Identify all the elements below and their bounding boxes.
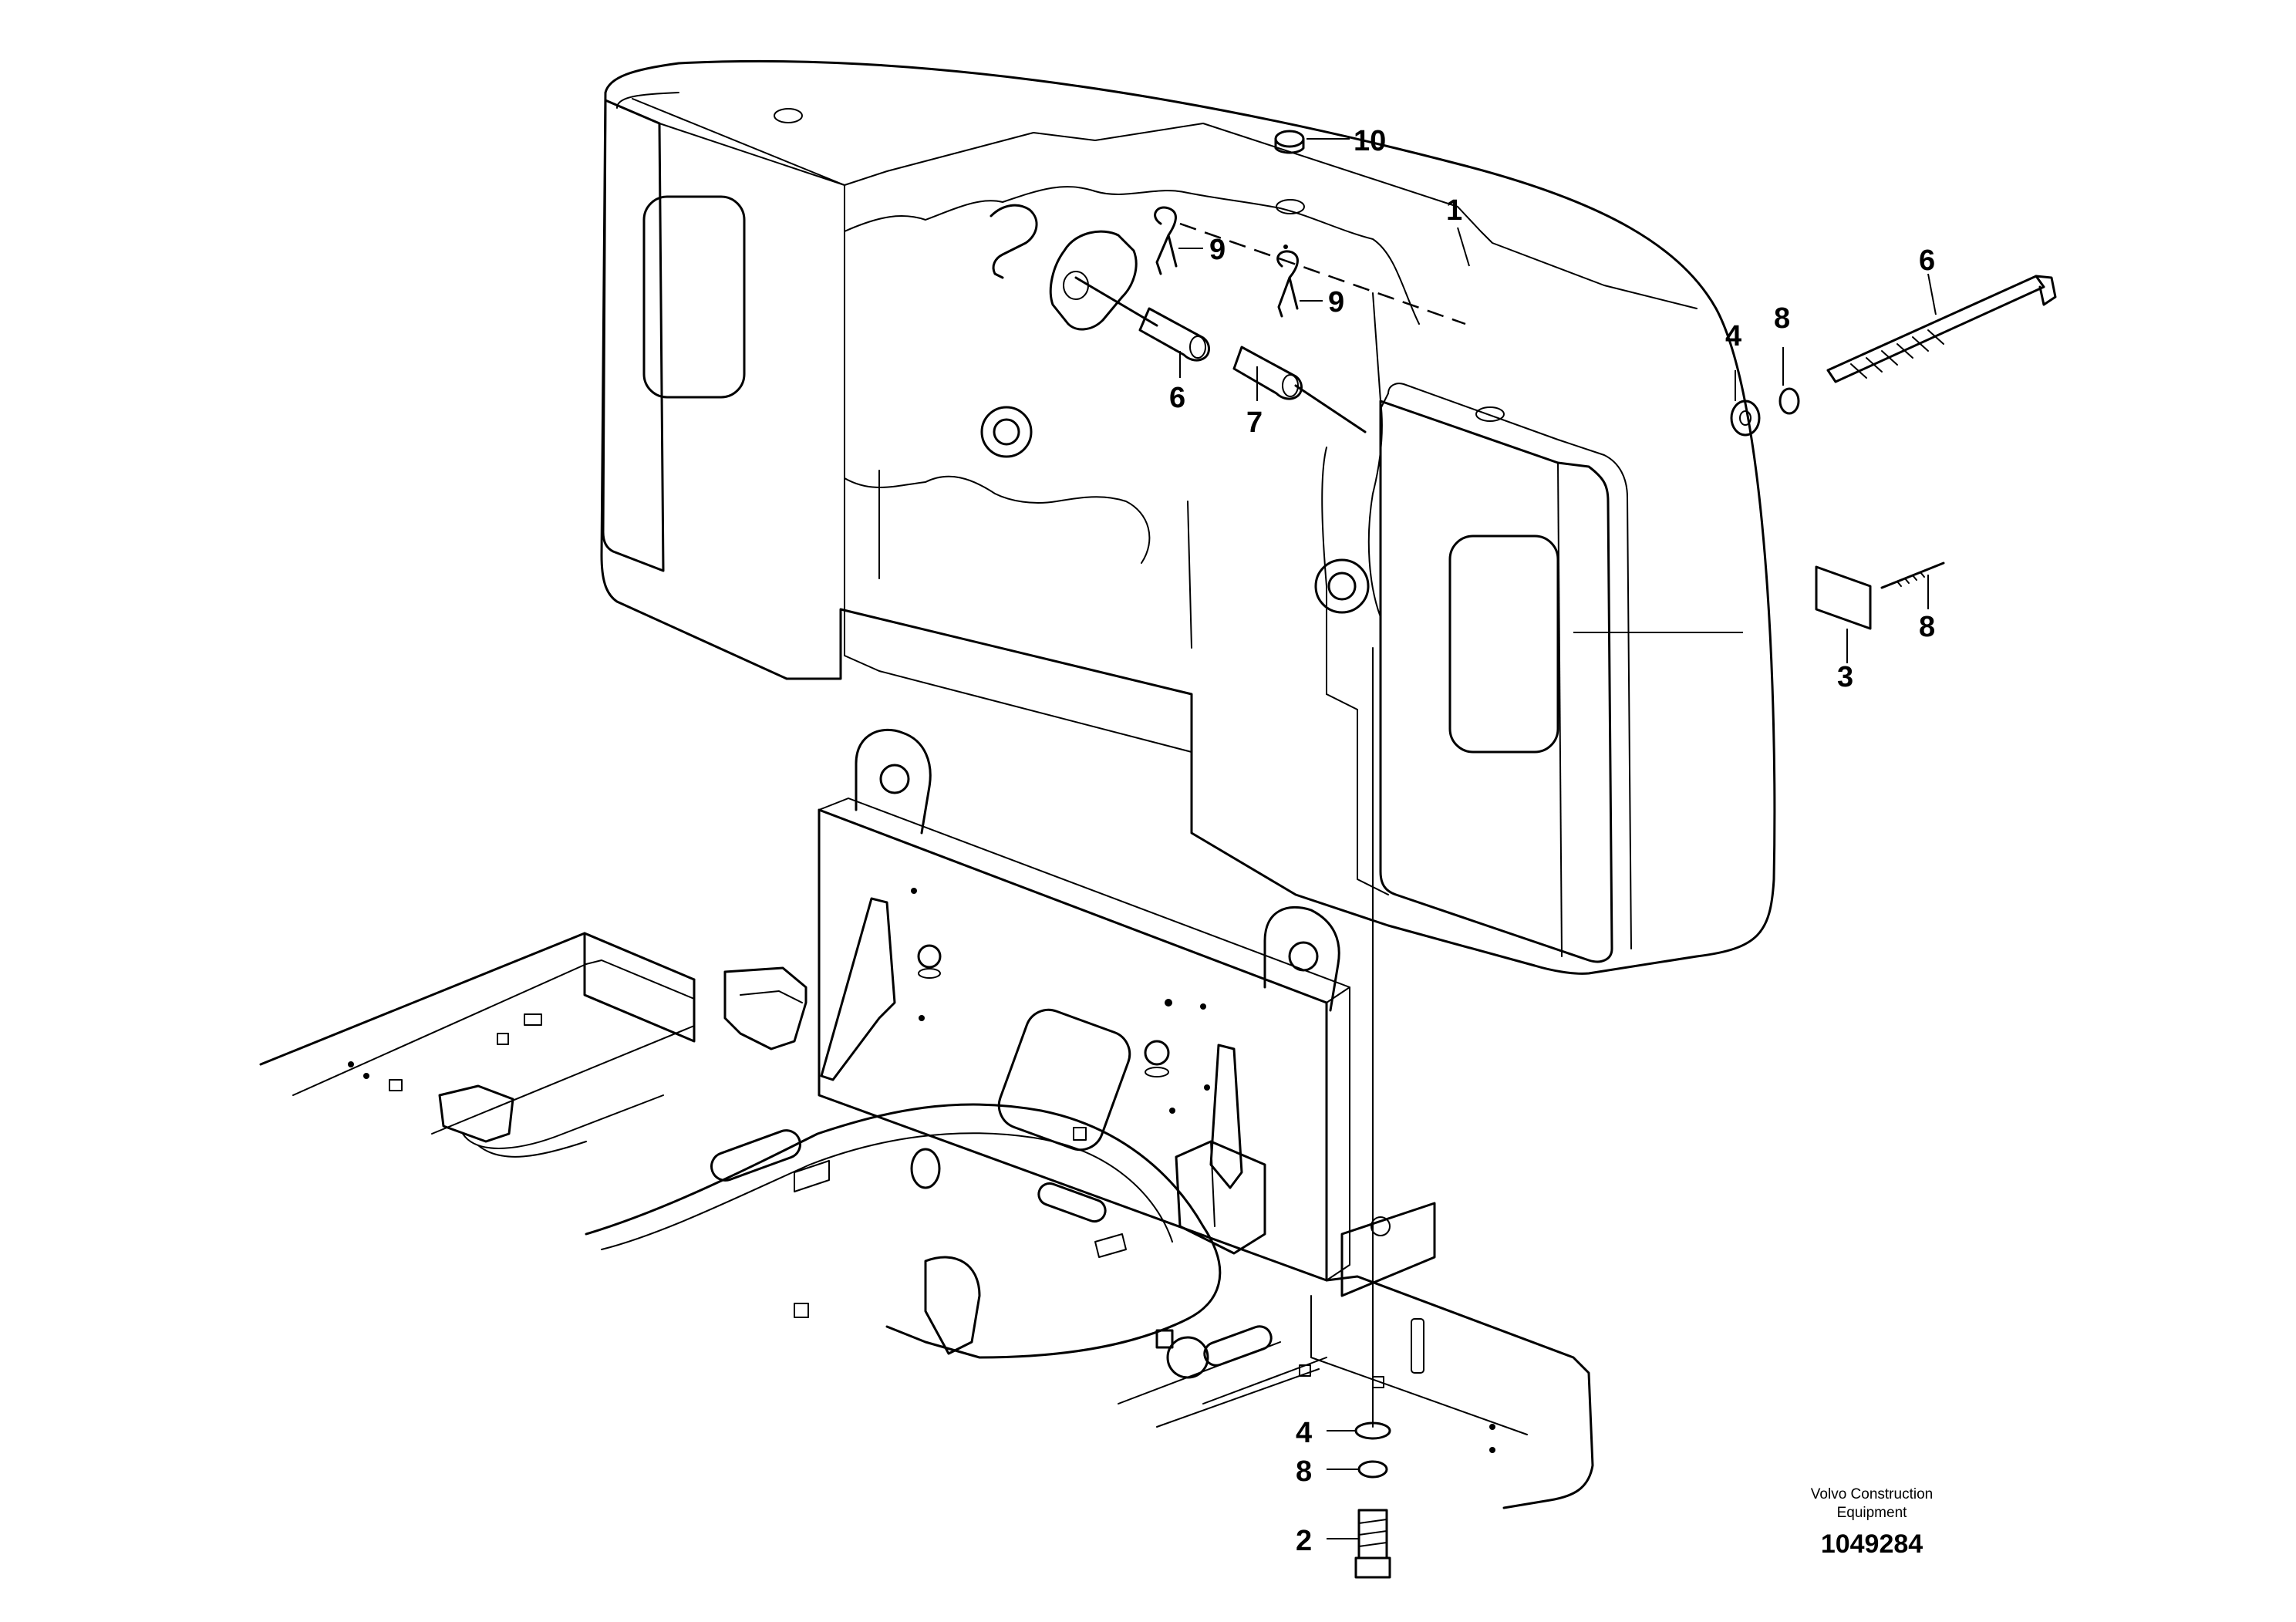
maker-label: Volvo Construction Equipment 1049284	[1811, 1486, 1933, 1559]
callout-8-top: 8	[1774, 302, 1790, 335]
pin-right	[1232, 346, 1367, 433]
callout-5: 6	[1919, 244, 1935, 277]
leader-lines	[1178, 138, 1937, 1539]
callout-9-right: 9	[1328, 286, 1344, 319]
r-clip-left	[1154, 206, 1178, 275]
callout-7: 8	[1919, 611, 1935, 643]
bolt-bottom	[1354, 1421, 1391, 1579]
callout-3: 3	[1837, 661, 1853, 693]
callout-9-left: 9	[1209, 234, 1226, 266]
callout-1: 1	[1446, 194, 1462, 227]
maker-line-2: Equipment	[1837, 1505, 1908, 1521]
document-number: 1049284	[1821, 1529, 1923, 1559]
plate-and-screw	[1815, 561, 1945, 630]
callout-6-left: 6	[1169, 382, 1185, 414]
maker-line-1: Volvo Construction	[1811, 1486, 1933, 1502]
callout-4-bottom: 4	[1296, 1417, 1312, 1449]
plug	[1274, 130, 1305, 148]
bolt-side	[1730, 275, 2057, 437]
callout-numbers: 10 1 9 9 6 7 4 8 6 3 8 4 8 2	[1169, 125, 1935, 1557]
pin-left	[1074, 276, 1210, 362]
callout-4-top: 4	[1725, 320, 1741, 352]
upper-frame	[259, 728, 1594, 1509]
callout-6-right: 7	[1246, 406, 1263, 439]
callout-2: 2	[1296, 1525, 1312, 1557]
callout-8-bottom: 8	[1296, 1455, 1312, 1488]
callout-10: 10	[1354, 125, 1386, 157]
counterweight	[600, 59, 1776, 975]
r-clip-right	[1276, 250, 1299, 318]
